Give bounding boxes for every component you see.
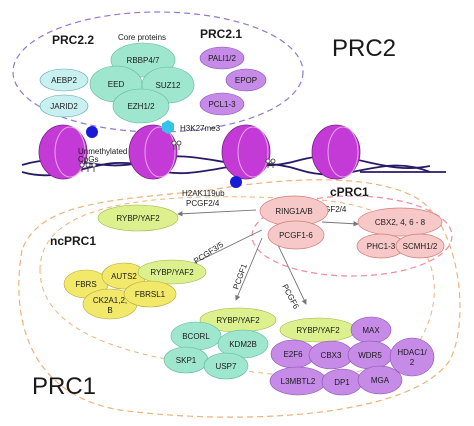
e2f6-label: E2F6 bbox=[283, 350, 303, 359]
rybp-mid-label: RYBP/YAF2 bbox=[216, 316, 260, 325]
rybp-left-label: RYBP/YAF2 bbox=[150, 268, 194, 277]
ring1-label: RING1A/B bbox=[275, 207, 312, 216]
aebp2-node bbox=[39, 68, 89, 92]
rybp-right-label: RYBP/YAF2 bbox=[296, 326, 340, 335]
pcgf16-node bbox=[267, 220, 325, 250]
pcl-label: PCL1-3 bbox=[208, 100, 236, 109]
rybp-top-label: RYBP/YAF2 bbox=[116, 214, 160, 223]
jarid2-label: JARID2 bbox=[50, 102, 78, 111]
unmethylated-label-2: CpGs bbox=[78, 155, 98, 164]
cbx-label: CBX2, 4, 6 - 8 bbox=[375, 218, 426, 227]
arrow-to-pcgf1-group bbox=[235, 237, 263, 301]
arrow-to-pcgf6-group bbox=[277, 244, 307, 305]
ncprc1-outline bbox=[39, 196, 435, 377]
cprc1-outline bbox=[251, 195, 453, 277]
ck2a-label-1: CK2A1,2, bbox=[93, 296, 127, 305]
prc2-1-heading: PRC2.1 bbox=[200, 27, 242, 41]
unmethylated-label-1: Unmethylated bbox=[78, 147, 127, 156]
scmh-label: SCMH1/2 bbox=[403, 242, 438, 251]
pcgf35-label: PCGF3/5 bbox=[192, 240, 225, 266]
dp1-label: DP1 bbox=[334, 378, 350, 387]
prc2-outline bbox=[12, 11, 304, 133]
dna-strand-b bbox=[21, 161, 431, 177]
nucleosome-4 bbox=[311, 124, 361, 180]
fbrsl1-label: FBRSL1 bbox=[135, 290, 166, 299]
fbrsl1-node bbox=[123, 280, 177, 308]
rybp-top-node bbox=[97, 204, 179, 232]
arrow-to-rybp-top bbox=[177, 209, 257, 217]
mga-label: MGA bbox=[371, 376, 390, 385]
epop-node bbox=[225, 68, 267, 92]
hdac-label-1: HDAC1/ bbox=[397, 348, 427, 357]
prc2-heading: PRC2 bbox=[332, 35, 396, 62]
jarid2-node bbox=[39, 94, 89, 118]
pcgf24-right-label: PCGF2/4 bbox=[313, 205, 347, 214]
h3k27me3-mark-1 bbox=[86, 126, 98, 138]
pcgf16-label: PCGF1-6 bbox=[279, 231, 313, 240]
prc2-2-heading: PRC2.2 bbox=[52, 33, 94, 47]
usp7-node bbox=[203, 352, 249, 380]
pcgf1-label: PCGF1 bbox=[231, 262, 249, 291]
skp1-label: SKP1 bbox=[176, 356, 197, 365]
kdm2b-label: KDM2B bbox=[229, 340, 257, 349]
aebp2-label: AEBP2 bbox=[51, 76, 77, 85]
h3k27me3-label: H3K27me3 bbox=[180, 124, 221, 133]
pali-node bbox=[199, 46, 245, 70]
ezh-node bbox=[112, 88, 170, 124]
rbbp-label: RBBP4/7 bbox=[127, 56, 160, 65]
nucleosome-2 bbox=[128, 124, 178, 180]
cpg-lollipops bbox=[79, 162, 97, 172]
ck2a-label-2: B bbox=[107, 306, 112, 315]
pcgf24-left-label: PCGF2/4 bbox=[186, 199, 220, 208]
l3mbtl2-label: L3MBTL2 bbox=[281, 377, 316, 386]
phc-label: PHC1-3 bbox=[367, 242, 396, 251]
prc1-outline bbox=[18, 179, 461, 418]
cprc1-heading: cPRC1 bbox=[330, 185, 369, 199]
pcl-node bbox=[199, 92, 245, 116]
mga-node bbox=[357, 365, 403, 395]
cpg-lollipops-3 bbox=[265, 158, 276, 168]
epop-label: EPOP bbox=[235, 76, 257, 85]
wdr5-label: WDR5 bbox=[358, 351, 382, 360]
ezh-label: EZH1/2 bbox=[127, 102, 155, 111]
rybp-left-node bbox=[137, 259, 207, 285]
cbx3-label: CBX3 bbox=[321, 351, 342, 360]
usp7-label: USP7 bbox=[216, 362, 237, 371]
h2ak119ub-label: H2AK119ub bbox=[182, 189, 225, 198]
max-label: MAX bbox=[362, 326, 380, 335]
arrow-to-cbx bbox=[321, 221, 359, 227]
ncprc1-heading: ncPRC1 bbox=[50, 234, 96, 248]
prc1-heading: PRC1 bbox=[32, 373, 96, 400]
hdac-node bbox=[389, 337, 435, 377]
pali-label: PALI1/2 bbox=[208, 54, 236, 63]
cbx-node bbox=[357, 207, 443, 237]
core-proteins-label: Core proteins bbox=[118, 33, 166, 42]
eed-label: EED bbox=[108, 80, 125, 89]
fbrs-label: FBRS bbox=[75, 280, 96, 289]
nucleosome-1 bbox=[38, 124, 88, 180]
nucleosome-3 bbox=[221, 124, 271, 180]
h2ak119ub-mark bbox=[230, 176, 242, 188]
cpg-lollipops-2 bbox=[171, 140, 182, 150]
suz12-label: SUZ12 bbox=[156, 81, 181, 90]
scmh-node bbox=[395, 233, 445, 259]
hdac-label-2: 2 bbox=[410, 358, 415, 367]
h3k27me3-mark-2 bbox=[162, 120, 174, 134]
auts2-label: AUTS2 bbox=[111, 272, 137, 281]
bcorl-label: BCORL bbox=[182, 332, 210, 341]
